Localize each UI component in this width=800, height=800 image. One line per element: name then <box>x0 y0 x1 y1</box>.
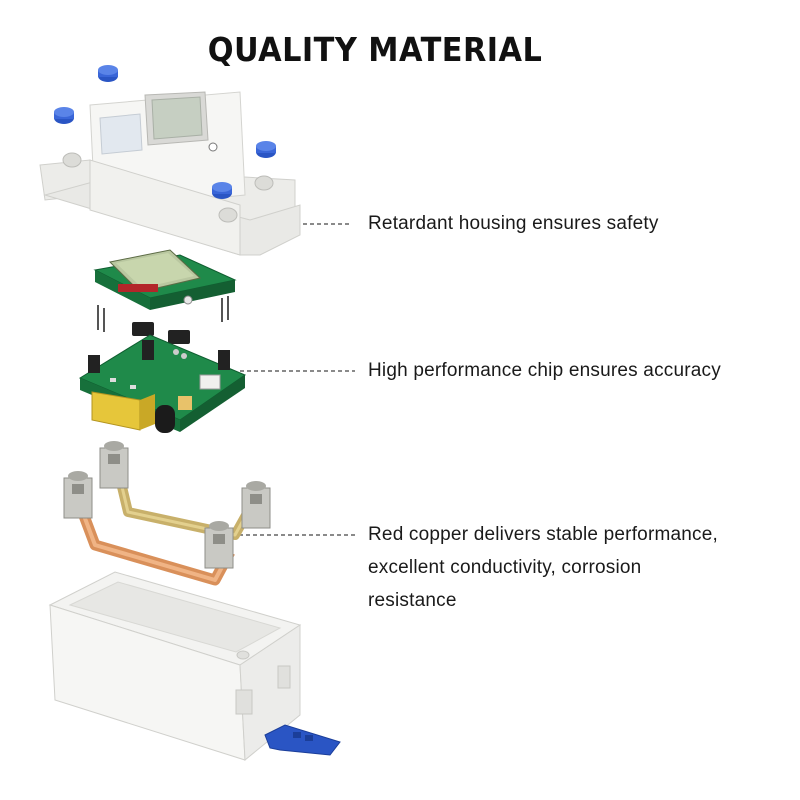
blue-screw-cap <box>54 107 74 124</box>
callout-housing: Retardant housing ensures safety <box>368 207 659 240</box>
relay <box>91 391 155 431</box>
main-pcb <box>78 334 247 433</box>
terminal-block <box>99 441 129 489</box>
callout-copper-line: resistance <box>368 590 457 611</box>
blue-screw-cap <box>98 65 118 82</box>
blue-screw-cap <box>256 141 276 158</box>
terminal-block <box>241 481 271 529</box>
callout-chip-line: High performance chip ensures accuracy <box>368 360 721 381</box>
blue-screw-cap <box>212 182 232 199</box>
callout-copper: Red copper delivers stable performance, … <box>368 518 718 617</box>
capacitor <box>155 405 175 433</box>
blue-din-clip <box>264 724 341 756</box>
display-pcb <box>93 249 237 344</box>
callout-chip: High performance chip ensures accuracy <box>368 354 721 387</box>
bottom-base <box>48 571 302 762</box>
page-title: QUALITY MATERIAL <box>207 30 543 69</box>
terminal-block <box>63 471 93 519</box>
callout-copper-line: excellent conductivity, corrosion <box>368 557 642 578</box>
callout-copper-line: Red copper delivers stable performance, <box>368 524 718 545</box>
top-housing <box>39 65 301 256</box>
callout-housing-line: Retardant housing ensures safety <box>368 213 659 234</box>
terminal-block <box>204 521 234 569</box>
